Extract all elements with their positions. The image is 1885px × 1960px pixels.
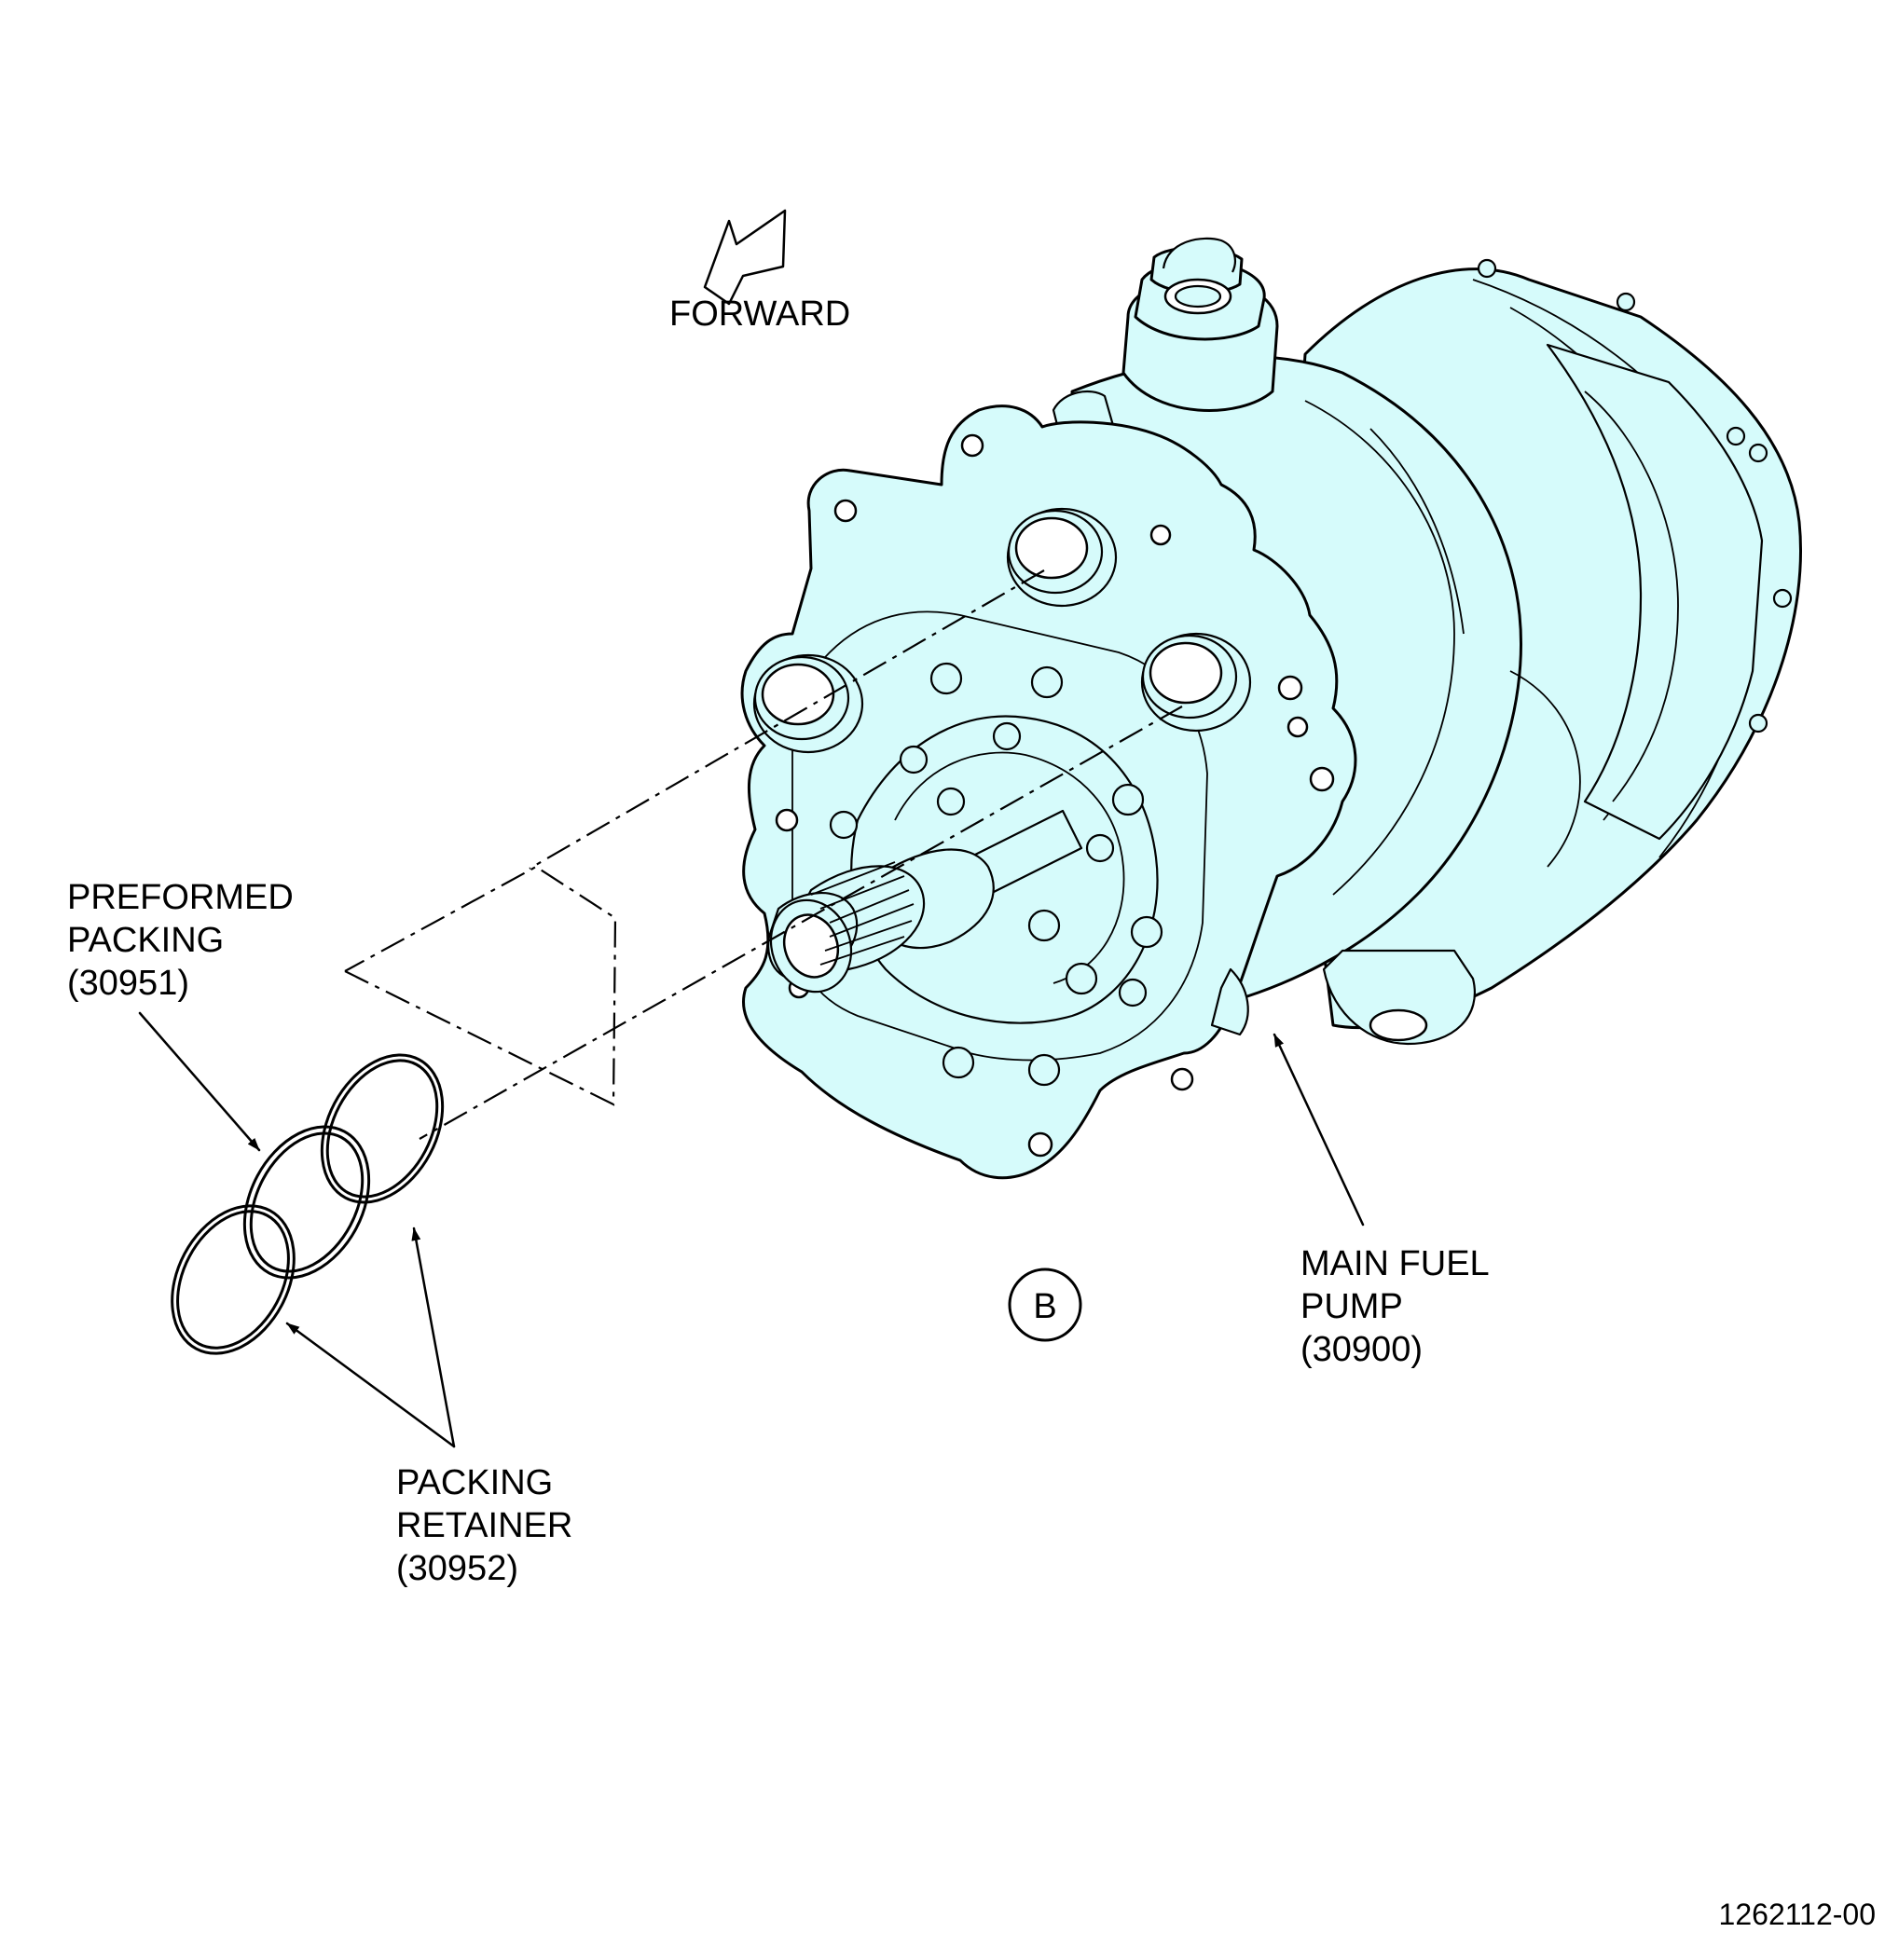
svg-text:RETAINER: RETAINER	[396, 1506, 572, 1545]
svg-text:(30952): (30952)	[396, 1549, 518, 1588]
exploded-view-lines	[344, 569, 1183, 1140]
forward-arrow-icon	[703, 209, 787, 306]
mount-bolts	[829, 662, 1163, 1087]
drive-shaft	[767, 809, 1083, 994]
figure-id: 1262112-00	[1719, 1898, 1876, 1931]
port-bosses	[752, 507, 1252, 754]
view-b-callout: B	[1008, 1268, 1082, 1342]
svg-text:MAIN FUEL: MAIN FUEL	[1300, 1244, 1490, 1283]
main-fuel-pump-label: MAIN FUEL PUMP (30900)	[1300, 1244, 1490, 1369]
svg-text:PUMP: PUMP	[1300, 1287, 1403, 1326]
flange-holes	[775, 433, 1335, 1158]
svg-text:PACKING: PACKING	[67, 921, 224, 960]
svg-text:(30951): (30951)	[67, 964, 189, 1003]
main-fuel-pump-drawing	[740, 237, 1803, 1180]
leader-lines	[138, 1011, 1365, 1448]
preformed-packing-label: PREFORMED PACKING (30951)	[67, 878, 294, 1003]
view-letter: B	[1033, 1287, 1056, 1326]
svg-text:PACKING: PACKING	[396, 1463, 553, 1502]
packing-retainer-ring-left	[171, 1204, 296, 1355]
preformed-packing-ring	[242, 1125, 371, 1280]
svg-text:(30900): (30900)	[1300, 1330, 1423, 1369]
svg-text:PREFORMED: PREFORMED	[67, 878, 294, 917]
forward-label: FORWARD	[669, 295, 850, 334]
top-fitting	[1121, 237, 1279, 412]
packing-retainer-label: PACKING RETAINER (30952)	[396, 1463, 572, 1588]
rear-housing-bolts	[1477, 258, 1793, 733]
packing-retainer-ring-right	[320, 1053, 445, 1204]
